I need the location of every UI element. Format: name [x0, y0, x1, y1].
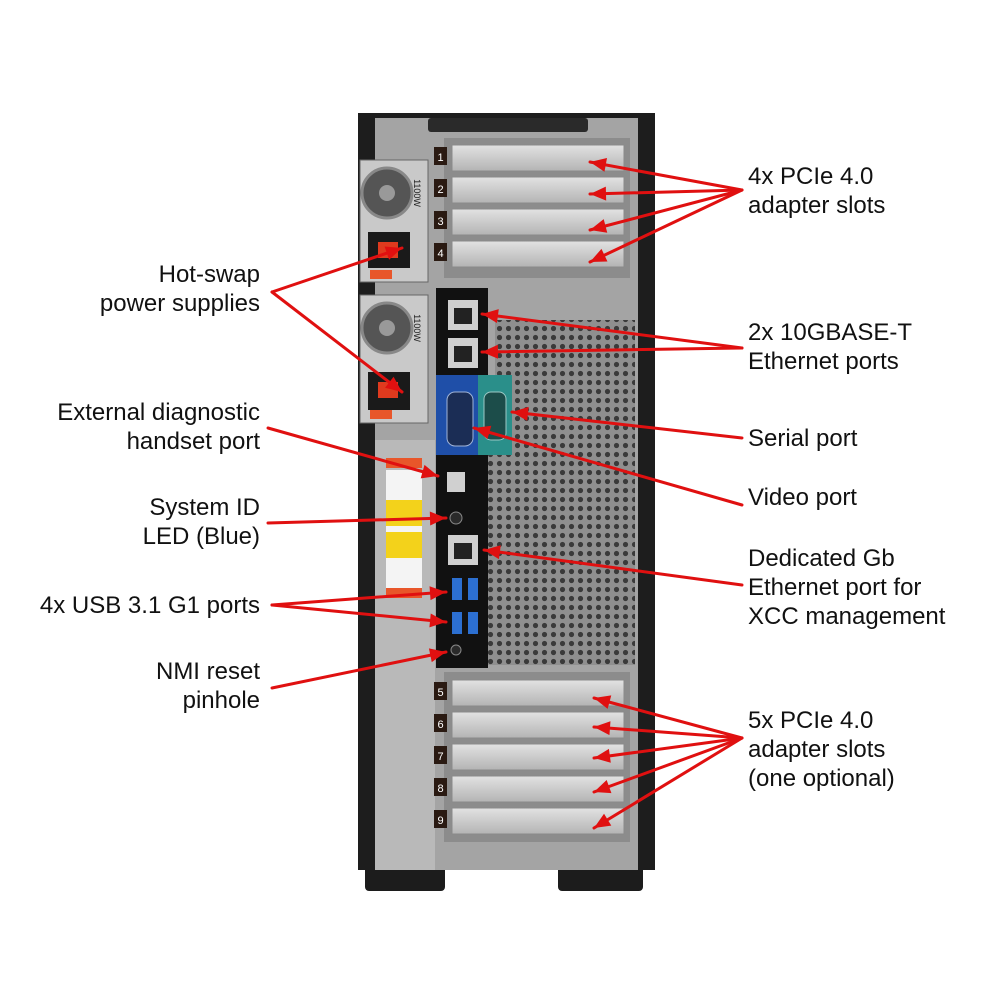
- warning-yellow-1: [386, 500, 422, 526]
- slot-number-badge: [434, 243, 447, 261]
- foot-right: [558, 865, 643, 891]
- label-diagnostic-port: External diagnostic handset port: [57, 399, 260, 455]
- usb-port-2: [468, 578, 478, 600]
- arrow-pcie-top-4: [588, 188, 744, 264]
- arrow-pcie-top-1: [588, 158, 744, 192]
- slot-number-badge: [434, 810, 447, 828]
- slot-number-badge: [434, 778, 447, 796]
- label-xcc-port: Dedicated Gb Ethernet port for XCC manag…: [748, 545, 946, 630]
- arrow-pcie-bottom-5: [592, 736, 744, 830]
- slot-number: 5: [437, 687, 443, 699]
- vent-mesh-upper: [495, 320, 635, 420]
- pcie-slot-cover-1: [451, 144, 625, 172]
- xcc-management-port: [448, 535, 478, 565]
- slot-number: 7: [437, 751, 443, 763]
- label-pcie-bottom: 5x PCIe 4.0 adapter slots (one optional): [748, 707, 895, 792]
- psu-1-release-latch: [370, 270, 392, 279]
- slot-number-badge: [434, 211, 447, 229]
- slot-number: 8: [437, 783, 443, 795]
- slot-number-badge: [434, 179, 447, 197]
- slot-numbers-top: 1 2 3 4: [434, 147, 447, 261]
- arrow-diagnostic-port: [266, 426, 440, 479]
- ethernet-10g-port-1: [448, 300, 478, 330]
- diagnostic-handset-port: [447, 472, 465, 492]
- label-orange-top: [386, 458, 422, 468]
- slot-number-badge: [434, 746, 447, 764]
- arrow-video-port: [472, 425, 744, 507]
- pcie-bottom-slots: [451, 679, 625, 835]
- label-sticker: [386, 470, 422, 588]
- usb-port-4: [468, 612, 478, 634]
- arrow-usb-lower: [270, 603, 448, 628]
- pcie-slot-cover-5: [451, 679, 625, 707]
- nmi-reset-pinhole: [450, 644, 462, 656]
- ethernet-10g-port-2: [448, 338, 478, 368]
- slot-number: 3: [437, 216, 443, 228]
- pcie-slot-cover-2: [451, 176, 625, 204]
- system-id-led: [449, 511, 463, 525]
- arrow-psu-2: [270, 290, 404, 394]
- vent-mesh-lower: [488, 420, 635, 665]
- usb-port-3: [452, 612, 462, 634]
- callout-arrows: [266, 158, 744, 830]
- slot-number-badge: [434, 682, 447, 700]
- top-handle: [428, 118, 588, 132]
- label-10gbase-t: 2x 10GBASE-T Ethernet ports: [748, 319, 913, 375]
- label-pcie-top: 4x PCIe 4.0 adapter slots: [748, 163, 886, 219]
- slot-number-badge: [434, 147, 447, 165]
- slot-number: 1: [437, 152, 443, 164]
- serial-port: [478, 375, 512, 455]
- psu-2-rating: 1100W: [412, 314, 422, 342]
- label-usb-ports: 4x USB 3.1 G1 ports: [39, 592, 260, 619]
- usb-ports: [452, 578, 478, 634]
- arrow-pcie-bottom-3: [592, 736, 744, 763]
- arrow-xcc-port: [482, 545, 744, 587]
- label-nmi-reset: NMI reset pinhole: [155, 658, 260, 714]
- pcie-slot-cover-9: [451, 807, 625, 835]
- video-port: [436, 375, 478, 455]
- arrow-10g-port-2: [480, 344, 744, 359]
- warning-yellow-2: [386, 532, 422, 558]
- slot-number: 4: [437, 248, 443, 260]
- arrow-system-id-led: [266, 511, 448, 526]
- slot-number: 6: [437, 719, 443, 731]
- slot-number: 2: [437, 184, 443, 196]
- arrow-pcie-bottom-4: [592, 736, 744, 794]
- slot-numbers-bottom: 5 6 7 8 9: [434, 682, 447, 828]
- arrow-nmi-reset: [270, 648, 448, 690]
- foot-left: [365, 865, 445, 891]
- label-system-id-led: System ID LED (Blue): [142, 494, 260, 550]
- slot-number: 9: [437, 815, 443, 827]
- arrow-pcie-bottom-2: [592, 721, 744, 740]
- label-power-supplies: Hot-swap power supplies: [99, 261, 260, 317]
- label-video-port: Video port: [748, 484, 857, 511]
- arrow-pcie-top-2: [588, 186, 744, 201]
- usb-port-1: [452, 578, 462, 600]
- arrow-serial-port: [510, 406, 744, 440]
- pcie-slot-cover-6: [451, 711, 625, 739]
- label-orange-bottom: [386, 588, 422, 598]
- arrow-pcie-bottom-1: [592, 695, 744, 740]
- arrow-pcie-top-3: [588, 188, 744, 233]
- pcie-top-slots: [451, 144, 625, 268]
- pcie-slot-cover-8: [451, 775, 625, 803]
- arrow-usb-upper: [270, 586, 448, 607]
- psu-2-release-latch: [370, 410, 392, 419]
- arrow-psu-1: [270, 246, 404, 294]
- power-supply-1: 1100W: [359, 159, 429, 283]
- label-serial-port: Serial port: [748, 425, 858, 452]
- power-supply-2: 1100W: [359, 294, 429, 424]
- psu-1-rating: 1100W: [412, 179, 422, 207]
- arrow-10g-port-1: [480, 309, 744, 350]
- pcie-slot-cover-4: [451, 240, 625, 268]
- slot-number-badge: [434, 714, 447, 732]
